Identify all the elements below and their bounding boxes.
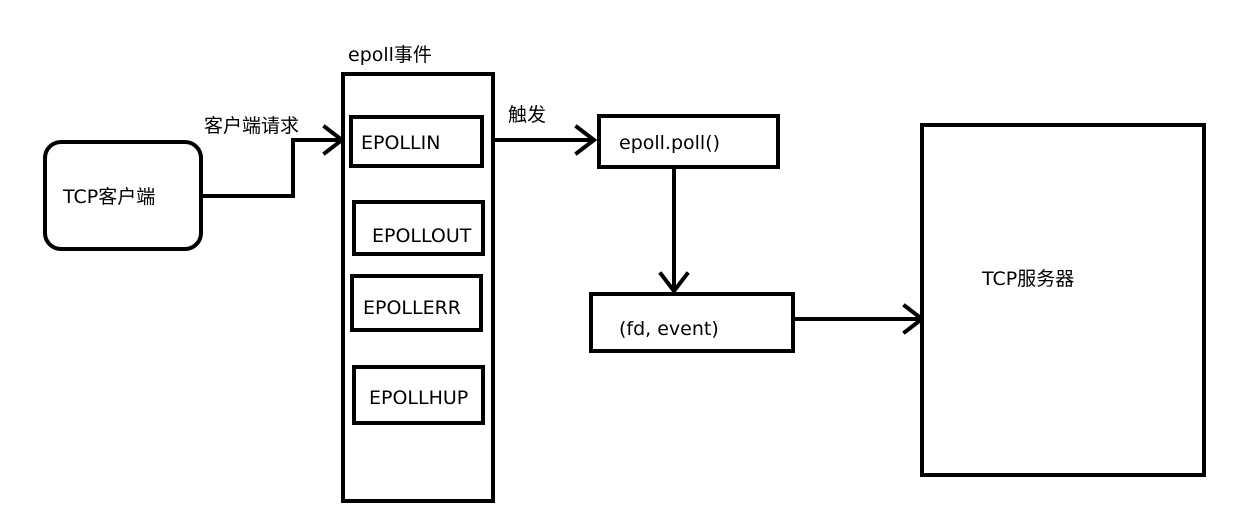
epollout-box: EPOLLOUT xyxy=(352,200,485,256)
epollerr-box: EPOLLERR xyxy=(350,274,483,332)
fd-event-box: (fd, event) xyxy=(589,292,795,353)
epollout-label: EPOLLOUT xyxy=(372,225,472,247)
epollin-box: EPOLLIN xyxy=(349,115,484,168)
epollin-to-poll-arrowhead xyxy=(574,124,598,156)
poll-to-fdevent-arrowhead xyxy=(658,271,690,295)
client-request-label: 客户端请求 xyxy=(204,115,300,137)
tcp-client-node: TCP客户端 xyxy=(43,140,203,251)
epollhup-label: EPOLLHUP xyxy=(369,387,469,409)
tcp-server-label: TCP服务器 xyxy=(982,268,1075,290)
fd-event-label: (fd, event) xyxy=(619,318,719,340)
trigger-label: 触发 xyxy=(508,104,547,126)
epoll-poll-label: epoll.poll() xyxy=(619,132,721,154)
epollhup-box: EPOLLHUP xyxy=(352,365,485,425)
epollin-label: EPOLLIN xyxy=(361,132,441,154)
client-to-epollin-connector xyxy=(200,138,342,198)
epollerr-label: EPOLLERR xyxy=(363,297,461,319)
epoll-events-title: epoll事件 xyxy=(348,44,432,66)
tcp-client-label: TCP客户端 xyxy=(63,186,156,208)
epoll-poll-box: epoll.poll() xyxy=(597,114,780,169)
tcp-server-node: TCP服务器 xyxy=(920,123,1206,477)
